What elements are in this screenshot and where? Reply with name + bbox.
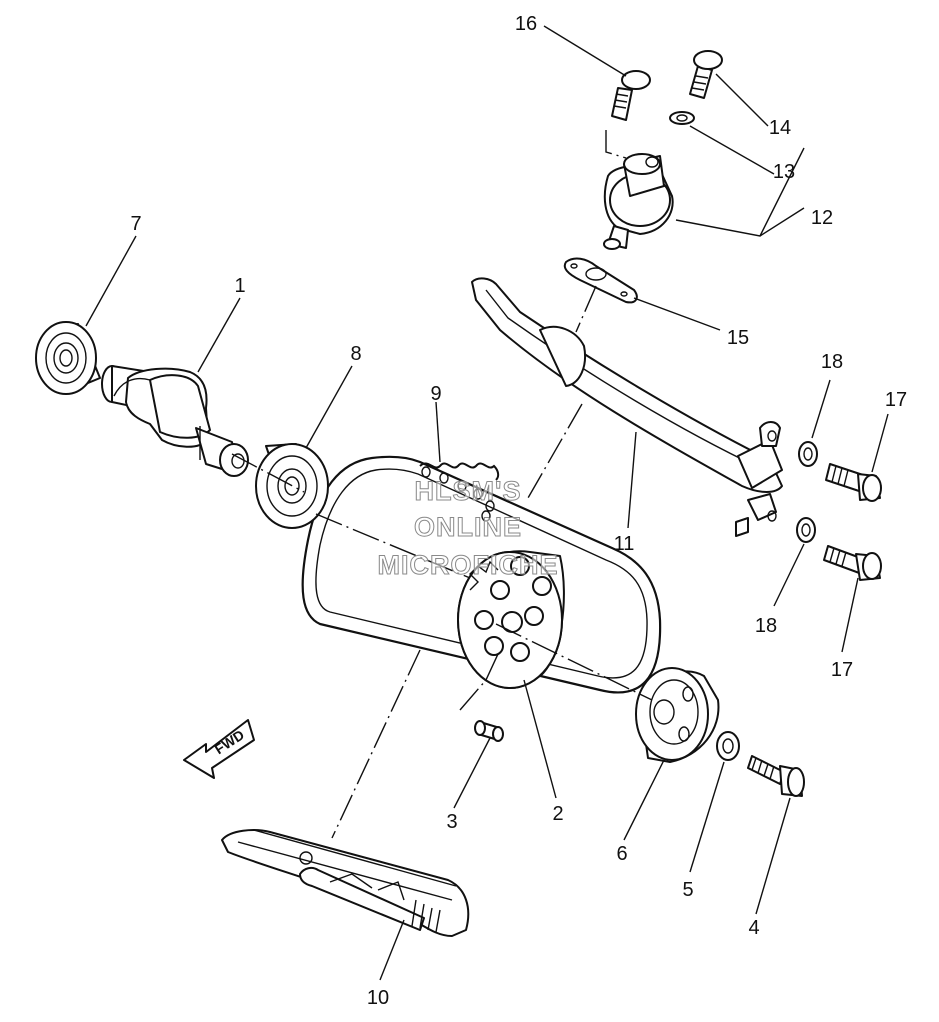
sprocket-2: [457, 550, 565, 689]
callouts: 7 1 8 9 3 2 6 5 4 10 11 12 13 14 15 16 1…: [130, 13, 907, 1009]
callout-1: 1: [234, 275, 245, 297]
pin-3: [474, 720, 504, 742]
callout-10: 10: [367, 987, 389, 1009]
watermark-line-2: ONLINE: [414, 512, 522, 542]
callout-7: 7: [130, 213, 141, 235]
callout-9: 9: [430, 383, 441, 405]
callout-2: 2: [552, 803, 563, 825]
callout-16: 16: [515, 13, 537, 35]
leader-lines: [85, 25, 889, 981]
bolt-16: [611, 70, 651, 121]
washer-18-upper: [798, 441, 818, 467]
chain-guide-10: [221, 829, 470, 937]
callout-18-lower: 18: [755, 615, 777, 637]
bolt-17-upper: [825, 463, 882, 502]
callout-8: 8: [350, 343, 361, 365]
callout-11: 11: [614, 533, 635, 555]
callout-4: 4: [748, 917, 759, 939]
spring-9: [419, 462, 500, 522]
watermark-line-1: HLSM'S: [415, 476, 522, 506]
watermark-line-3: MICROFICHE: [378, 550, 559, 580]
callout-13: 13: [773, 161, 795, 183]
callout-14: 14: [769, 117, 791, 139]
bolt-17-lower: [823, 545, 882, 581]
forward-arrow-icon: [183, 719, 255, 779]
plate-6: [635, 667, 720, 763]
bolt-14: [689, 50, 723, 99]
gasket-15: [563, 257, 638, 304]
washer-13: [669, 111, 695, 125]
callout-6: 6: [616, 843, 627, 865]
callout-15: 15: [727, 327, 749, 349]
bearing-8: [255, 443, 329, 529]
center-lines: [231, 130, 653, 839]
bolt-4: [747, 755, 805, 797]
callout-3: 3: [446, 811, 457, 833]
callout-12: 12: [811, 207, 833, 229]
washer-18-lower: [796, 517, 816, 543]
callout-18-upper: 18: [821, 351, 843, 373]
watermark: HLSM'S ONLINE MICROFICHE: [377, 476, 559, 581]
callout-5: 5: [682, 879, 693, 901]
camshaft-1: [101, 365, 249, 477]
tensioner-12: [603, 153, 674, 250]
tensioner-guide-11: [471, 277, 783, 537]
washer-5: [716, 731, 740, 761]
callout-17-upper: 17: [885, 389, 907, 411]
callout-17-lower: 17: [831, 659, 853, 681]
bearing-7: [35, 321, 101, 395]
